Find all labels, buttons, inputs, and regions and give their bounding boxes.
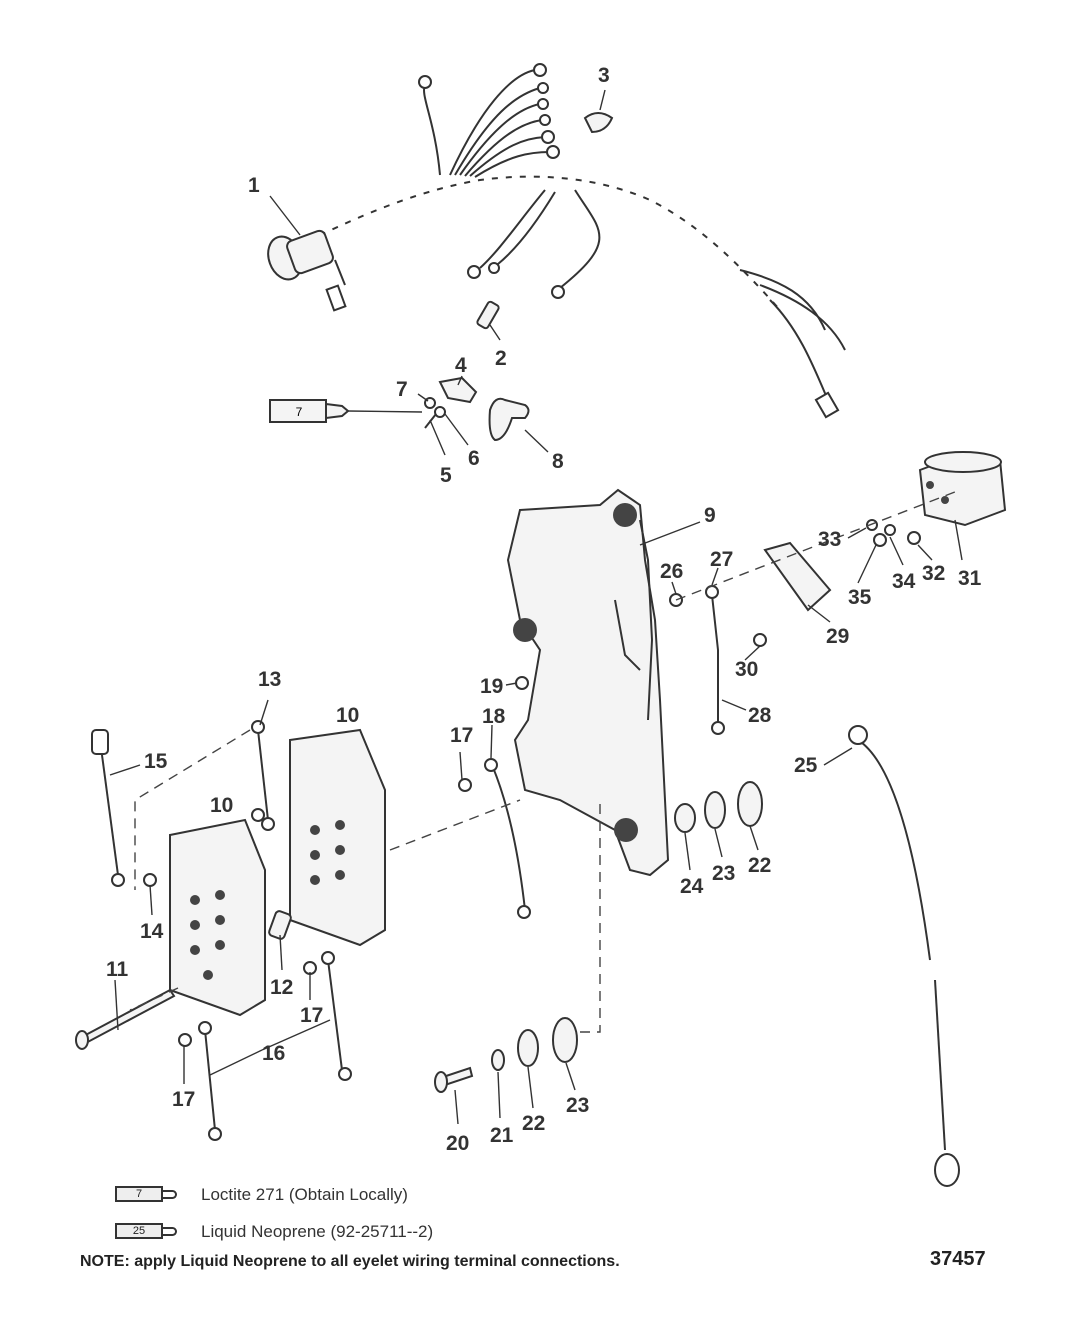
- callout-23-upper: 23: [712, 862, 735, 885]
- callout-33: 33: [818, 528, 841, 551]
- legend-text: Liquid Neoprene (92-25711--2): [201, 1222, 434, 1241]
- tube-label: 7: [296, 405, 303, 419]
- ground-strap-28: [711, 594, 719, 725]
- callout-20: 20: [446, 1132, 469, 1155]
- ground-strap-15: [99, 739, 119, 876]
- mounting-plate-part: [506, 488, 670, 877]
- callout-34: 34: [892, 570, 916, 593]
- callout-7: 7: [396, 378, 408, 401]
- callout-8: 8: [552, 450, 564, 473]
- bracket-part: [438, 376, 478, 404]
- bushing-24: [674, 803, 696, 833]
- callout-15: 15: [144, 750, 168, 773]
- legend-row-neoprene: 25 Liquid Neoprene (92-25711--2): [115, 1220, 433, 1244]
- callout-6: 6: [468, 447, 480, 470]
- neoprene-tube-icon: 25: [115, 1222, 185, 1242]
- spacer-12-part: [268, 910, 292, 940]
- callout-2: 2: [495, 347, 507, 370]
- washer-22-upper: [737, 781, 763, 827]
- callout-31: 31: [958, 567, 982, 590]
- callout-32: 32: [922, 562, 945, 585]
- long-bolt-part: [78, 988, 176, 1046]
- callout-9: 9: [704, 504, 716, 527]
- callout-28: 28: [748, 704, 772, 727]
- switch-box-rear: [289, 728, 386, 947]
- legend-code: 25: [115, 1223, 163, 1239]
- callout-17-top: 17: [450, 724, 473, 747]
- ground-strap-18: [491, 764, 526, 911]
- callout-11: 11: [106, 958, 129, 981]
- battery-cable-25: [857, 739, 931, 961]
- callout-26: 26: [660, 560, 683, 583]
- callout-10-front: 10: [210, 794, 233, 817]
- callout-17-mid: 17: [300, 1004, 323, 1027]
- washer-23-lower: [552, 1017, 578, 1063]
- wiring-harness: [267, 63, 846, 419]
- loctite-tube-icon: 7: [115, 1185, 185, 1205]
- callout-13: 13: [258, 668, 281, 691]
- assembly-note: NOTE: apply Liquid Neoprene to all eyele…: [80, 1253, 620, 1270]
- grommet-part: [583, 112, 614, 134]
- callout-10-rear: 10: [336, 704, 359, 727]
- callout-35: 35: [848, 586, 872, 609]
- callout-18: 18: [482, 705, 506, 728]
- callout-19: 19: [480, 675, 503, 698]
- callout-17-left: 17: [172, 1088, 195, 1111]
- washer-23-upper: [704, 791, 726, 829]
- bracket-29-part: [763, 541, 832, 612]
- callout-12: 12: [270, 976, 293, 999]
- callout-3: 3: [598, 64, 610, 87]
- callout-labels: 1 2 3 4 5 6 7 8 9 10 10 11 12 13 14 15 1…: [106, 64, 982, 1155]
- legend-row-loctite: 7 Loctite 271 (Obtain Locally): [115, 1183, 408, 1207]
- callout-16: 16: [262, 1042, 285, 1065]
- legend-code: 7: [115, 1186, 163, 1202]
- figure-number: 37457: [930, 1248, 986, 1270]
- solenoid-part: [918, 451, 1007, 527]
- callout-27: 27: [710, 548, 733, 571]
- callout-24: 24: [680, 875, 704, 898]
- fuse-part: [476, 300, 500, 330]
- callout-1: 1: [248, 174, 260, 197]
- callout-29: 29: [826, 625, 849, 648]
- washer-22-lower: [517, 1029, 539, 1067]
- callout-30: 30: [735, 658, 758, 681]
- callout-23-lower: 23: [566, 1094, 589, 1117]
- callout-21: 21: [490, 1124, 514, 1147]
- callout-5: 5: [440, 464, 452, 487]
- clip-part: [488, 397, 530, 442]
- callout-25: 25: [794, 754, 818, 777]
- ground-strap-13: [257, 729, 269, 821]
- switch-box-front: [169, 818, 266, 1017]
- legend-text: Loctite 271 (Obtain Locally): [201, 1185, 408, 1204]
- loctite-tube-icon: 7: [269, 399, 423, 423]
- callout-14: 14: [140, 920, 164, 943]
- lockwasher-21: [491, 1049, 505, 1071]
- callout-4: 4: [455, 354, 467, 377]
- callout-22-upper: 22: [748, 854, 771, 877]
- callout-22-lower: 22: [522, 1112, 545, 1135]
